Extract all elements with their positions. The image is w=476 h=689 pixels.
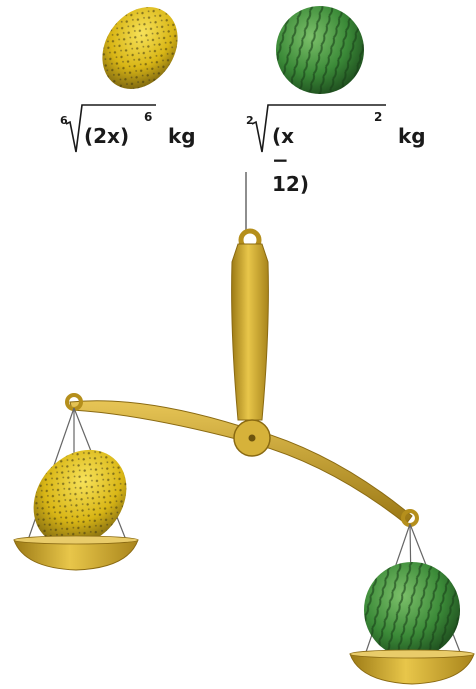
right-root-index: 2 [246, 114, 254, 127]
right-unit: kg [398, 124, 426, 148]
scale-pointer [231, 243, 269, 421]
left-unit: kg [168, 124, 196, 148]
left-base-expression: (2x) [84, 124, 130, 148]
right-pan [349, 653, 475, 685]
right-pan-watermelon [364, 562, 460, 658]
top-yellow-melon [102, 7, 178, 89]
left-root-index: 6 [60, 114, 68, 127]
pivot-pin [248, 434, 256, 442]
left-pan-yellow-melon [33, 449, 127, 547]
right-radical-sign [251, 104, 386, 153]
right-base-expression: (x − 12) [272, 124, 309, 196]
scale-beam [69, 400, 413, 525]
left-pan [13, 539, 139, 571]
left-exponent: 6 [144, 110, 153, 124]
left-radical-sign [65, 104, 156, 153]
right-exponent: 2 [374, 110, 383, 124]
top-watermelon [276, 6, 364, 94]
